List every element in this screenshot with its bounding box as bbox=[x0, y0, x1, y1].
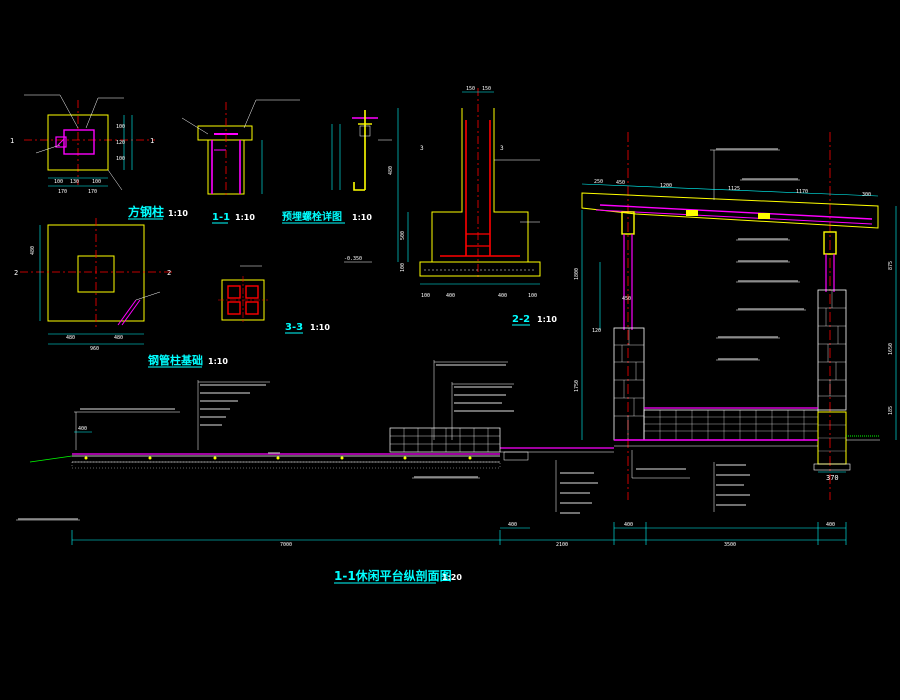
section-3-3-detail: 3-3 1:10 bbox=[218, 265, 330, 334]
dim-text: 250 bbox=[594, 179, 603, 185]
cut-mark-label: 2 bbox=[167, 269, 171, 277]
section-2-2-detail: 150 150 480 500 100 400 400 100 100 -0.3… bbox=[344, 86, 557, 326]
dim-text: 2100 bbox=[556, 542, 568, 548]
dim-text: 400 bbox=[498, 293, 507, 299]
dim-text: 100 bbox=[400, 263, 406, 272]
dim-text: 875 bbox=[888, 261, 894, 270]
detail-title: 3-3 bbox=[285, 322, 303, 333]
detail-scale: 1:10 bbox=[352, 213, 372, 222]
detail-title: 2-2 bbox=[512, 314, 530, 325]
dim-text: 120 bbox=[592, 328, 601, 334]
dim-text: 100 bbox=[528, 293, 537, 299]
section-1-1-detail: 1-1 1:10 bbox=[181, 99, 300, 224]
dim-text: 480 bbox=[114, 335, 123, 341]
cut-mark-label: 3 bbox=[500, 145, 504, 152]
dim-text: 960 bbox=[90, 346, 99, 352]
detail-scale: 1:10 bbox=[310, 323, 330, 332]
column-foundation-detail: 480 480 480 960 2 2 钢管柱基础 1:10 bbox=[14, 218, 228, 368]
cut-mark-label: 2 bbox=[14, 269, 18, 277]
dim-text: 100 bbox=[116, 124, 125, 130]
main-section-scale: 1:20 bbox=[442, 573, 462, 582]
dim-text: 130 bbox=[70, 179, 79, 185]
dim-text: 1750 bbox=[574, 380, 580, 392]
dim-text: 400 bbox=[826, 522, 835, 528]
detail-title: 方钢柱 bbox=[128, 204, 164, 219]
dim-text: 450 bbox=[622, 296, 631, 302]
dim-text: 480 bbox=[66, 335, 75, 341]
dim-text: 1125 bbox=[728, 186, 740, 192]
dim-text: 1650 bbox=[888, 343, 894, 355]
main-longitudinal-section: 250 450 1200 1125 1170 300 875 1650 185 … bbox=[16, 132, 897, 584]
dim-text: 7000 bbox=[280, 542, 292, 548]
dim-text: 400 bbox=[446, 293, 455, 299]
square-column-detail: 100 130 100 170 170 100 120 100 1 1 方钢柱 … bbox=[10, 94, 188, 220]
dim-text: 450 bbox=[616, 180, 625, 186]
dim-text: 170 bbox=[58, 189, 67, 195]
dim-text: 480 bbox=[388, 166, 394, 175]
dim-text: 1800 bbox=[574, 268, 580, 280]
detail-title: 钢管柱基础 bbox=[148, 353, 203, 367]
dim-text: 170 bbox=[88, 189, 97, 195]
detail-title: 1-1 bbox=[212, 212, 230, 223]
dim-text: 480 bbox=[30, 246, 36, 255]
embedded-bolt-detail: 预埋螺栓详图 1:10 bbox=[282, 110, 392, 224]
main-section-title: 1-1休闲平台纵剖面图 bbox=[334, 568, 452, 583]
dim-text: 1200 bbox=[660, 183, 672, 189]
dim-text: 185 bbox=[888, 406, 894, 415]
dim-text: 400 bbox=[624, 522, 633, 528]
dim-text: 3500 bbox=[724, 542, 736, 548]
dim-text: 400 bbox=[508, 522, 517, 528]
detail-scale: 1:10 bbox=[235, 213, 255, 222]
dim-text: 100 bbox=[116, 156, 125, 162]
detail-title: 预埋螺栓详图 bbox=[282, 210, 342, 223]
dim-text: 370 bbox=[826, 474, 839, 482]
dim-text: 1170 bbox=[796, 189, 808, 195]
dim-text: 100 bbox=[421, 293, 430, 299]
dim-text: 120 bbox=[116, 140, 125, 146]
dim-text: 100 bbox=[54, 179, 63, 185]
cut-mark-label: 1 bbox=[10, 137, 14, 145]
detail-scale: 1:10 bbox=[168, 209, 188, 218]
cut-mark-label: 3 bbox=[420, 145, 424, 152]
dim-text: 150 bbox=[466, 86, 475, 92]
dim-text: 100 bbox=[92, 179, 101, 185]
dim-text: 150 bbox=[482, 86, 491, 92]
detail-scale: 1:10 bbox=[208, 357, 228, 366]
dim-text: 300 bbox=[862, 192, 871, 198]
dim-text: 500 bbox=[400, 231, 406, 240]
dim-text: 400 bbox=[78, 426, 87, 432]
detail-scale: 1:10 bbox=[537, 315, 557, 324]
elevation-text: -0.350 bbox=[344, 256, 362, 262]
cut-mark-label: 1 bbox=[150, 137, 154, 145]
